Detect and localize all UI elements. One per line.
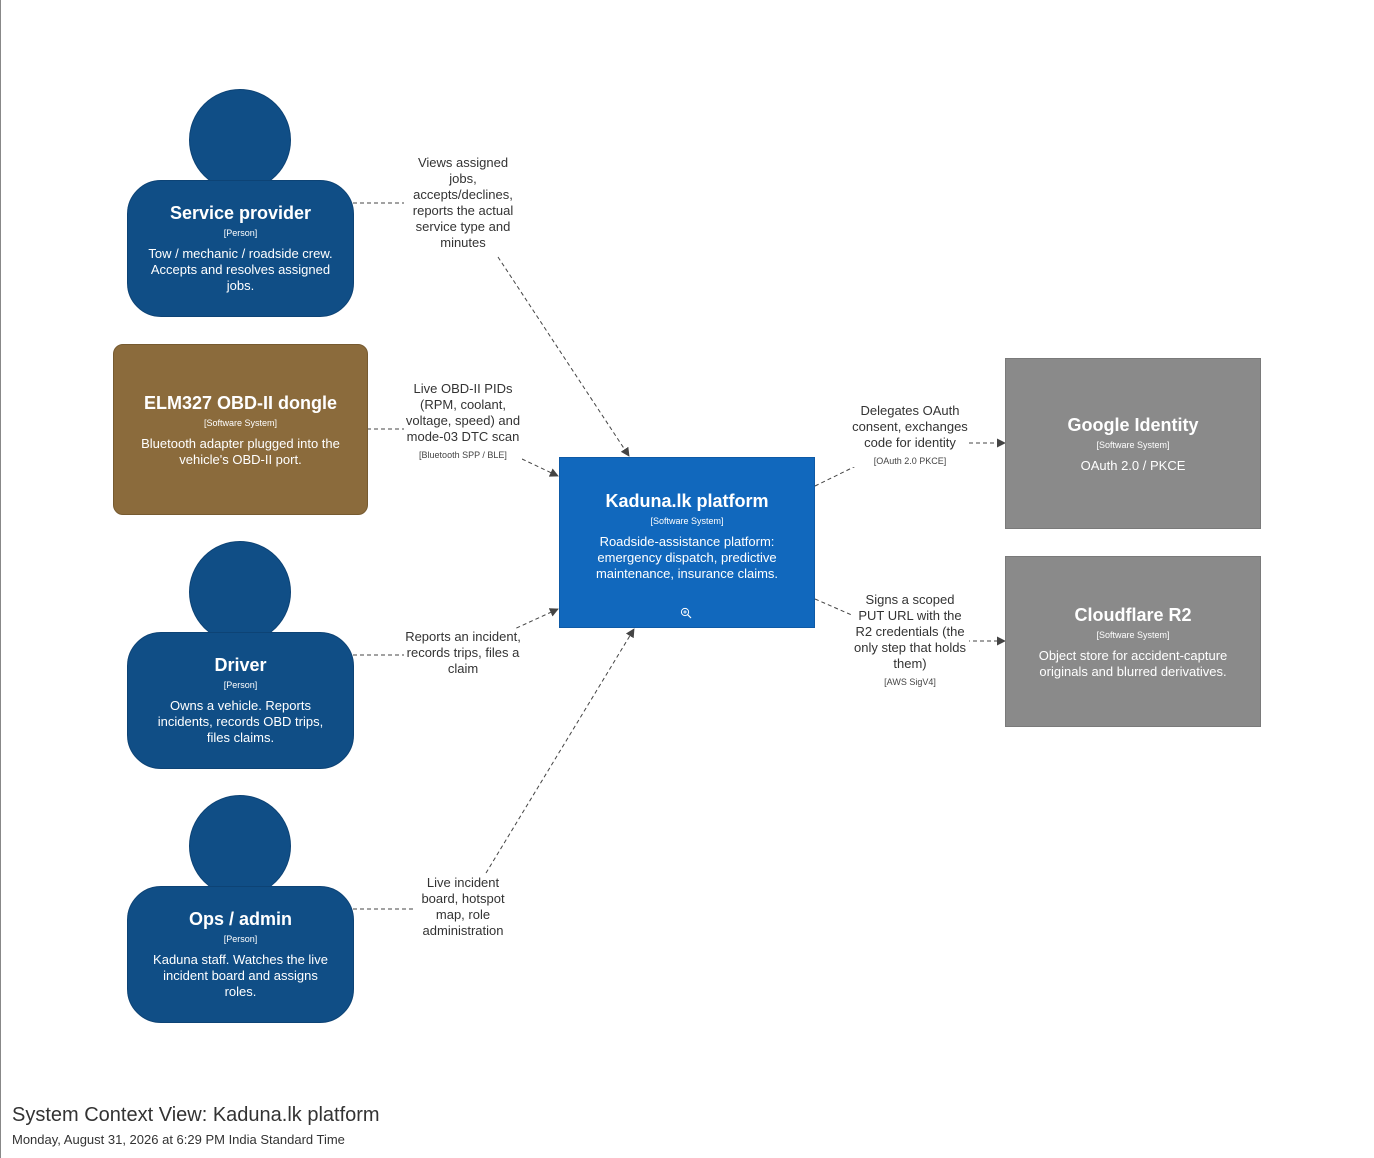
node-description: Bluetooth adapter plugged into the vehic…	[141, 435, 340, 467]
edge-technology: [OAuth 2.0 PKCE]	[873, 456, 947, 466]
node-description: Roadside-assistance platform: emergency …	[595, 533, 779, 581]
edge-label-text: Signs a scoped PUT URL with the R2 crede…	[853, 592, 967, 671]
person-head-icon	[189, 795, 291, 897]
edge-label-driver-platform: Reports an incident, records trips, file…	[404, 629, 522, 677]
node-elm327-dongle[interactable]: ELM327 OBD-II dongle [Software System] B…	[113, 344, 368, 515]
node-title: ELM327 OBD-II dongle	[143, 392, 338, 413]
edge-platform-r2	[814, 598, 855, 617]
node-google-identity[interactable]: Google Identity [Software System] OAuth …	[1005, 358, 1261, 529]
node-description: Tow / mechanic / roadside crew. Accepts …	[148, 246, 333, 293]
edge-technology: [AWS SigV4]	[884, 677, 936, 687]
edge-label-provider-platform: Views assigned jobs, accepts/declines, r…	[404, 155, 522, 251]
edge-label-text: Live OBD-II PIDs (RPM, coolant, voltage,…	[405, 381, 521, 444]
edge-label-ops-platform: Live incident board, hotspot map, role a…	[413, 875, 513, 939]
node-type: [Person]	[223, 934, 258, 944]
edge-ops-platform-arrow	[485, 628, 635, 874]
edge-dongle-platform-arrow	[521, 458, 559, 477]
node-description: Owns a vehicle. Reports incidents, recor…	[157, 698, 324, 745]
edge-label-text: Reports an incident, records trips, file…	[405, 629, 521, 676]
node-title: Cloudflare R2	[1074, 604, 1192, 625]
node-type: [Software System]	[650, 515, 724, 526]
edge-label-platform-r2: Signs a scoped PUT URL with the R2 crede…	[851, 592, 969, 688]
edge-label-text: Views assigned jobs, accepts/declines, r…	[412, 155, 514, 250]
edge-label-dongle-platform: Live OBD-II PIDs (RPM, coolant, voltage,…	[404, 381, 522, 461]
node-type: [Person]	[223, 228, 258, 238]
zoom-icon[interactable]	[680, 607, 692, 622]
edge-driver-platform-arrow	[509, 608, 559, 632]
node-description: Object store for accident-capture origin…	[1038, 647, 1228, 679]
diagram-timestamp: Monday, August 31, 2026 at 6:29 PM India…	[12, 1132, 345, 1147]
edge-label-text: Live incident board, hotspot map, role a…	[421, 875, 505, 938]
node-title: Google Identity	[1067, 414, 1199, 435]
node-type: [Person]	[223, 680, 258, 690]
node-title: Kaduna.lk platform	[605, 490, 769, 511]
node-service-provider[interactable]: Service provider [Person] Tow / mechanic…	[127, 180, 354, 317]
node-type: [Software System]	[203, 417, 278, 428]
node-driver[interactable]: Driver [Person] Owns a vehicle. Reports …	[127, 632, 354, 769]
edge-provider-platform-arrow	[497, 256, 630, 457]
node-cloudflare-r2[interactable]: Cloudflare R2 [Software System] Object s…	[1005, 556, 1261, 727]
edge-label-platform-google: Delegates OAuth consent, exchanges code …	[851, 403, 969, 467]
node-title: Driver	[214, 655, 267, 675]
left-border	[0, 0, 1, 1158]
edge-technology: [Bluetooth SPP / BLE]	[419, 450, 507, 460]
edge-platform-google	[814, 463, 861, 487]
zoom-icon-glyph	[680, 607, 692, 619]
node-type: [Software System]	[1096, 629, 1170, 640]
node-description: Kaduna staff. Watches the live incident …	[153, 952, 328, 999]
node-title: Ops / admin	[188, 909, 293, 929]
node-title: Service provider	[169, 203, 312, 223]
person-head-icon	[189, 89, 291, 191]
node-kaduna-platform[interactable]: Kaduna.lk platform [Software System] Roa…	[559, 457, 815, 628]
node-description: OAuth 2.0 / PKCE	[1080, 457, 1186, 473]
node-type: [Software System]	[1096, 439, 1170, 450]
edge-label-text: Delegates OAuth consent, exchanges code …	[852, 403, 968, 450]
node-ops-admin[interactable]: Ops / admin [Person] Kaduna staff. Watch…	[127, 886, 354, 1023]
diagram-title: System Context View: Kaduna.lk platform	[12, 1104, 380, 1126]
person-head-icon	[189, 541, 291, 643]
